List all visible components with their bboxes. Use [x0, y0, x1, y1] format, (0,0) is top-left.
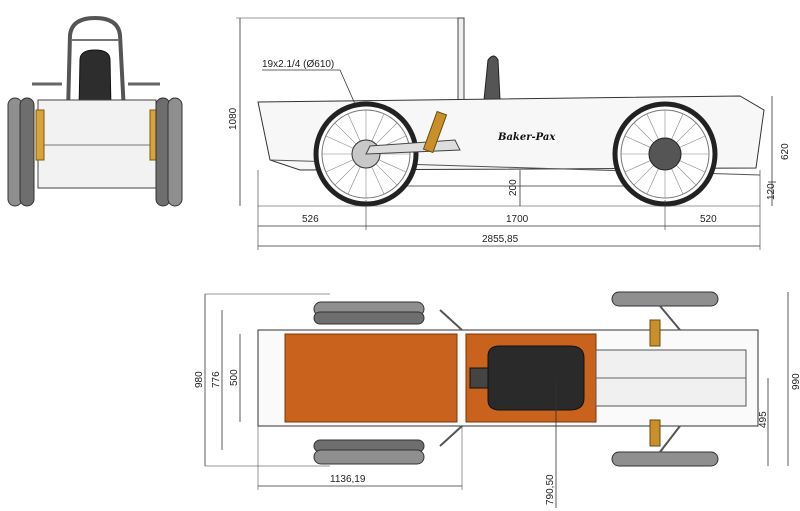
dim-body-height: 620 — [780, 143, 791, 160]
dim-rear-clearance: 120 — [766, 183, 777, 200]
front-view — [7, 15, 183, 207]
side-view-shock — [422, 110, 448, 154]
top-view-link-d — [659, 425, 681, 453]
top-view-rear-left-wheel-b — [313, 311, 425, 325]
dim-seat-offset: 790,50 — [545, 474, 556, 505]
top-view-spring-b — [649, 419, 661, 447]
dim-track-width: 776 — [211, 371, 222, 388]
cargo-floor — [284, 333, 458, 423]
top-view-seat-mount — [469, 367, 489, 389]
top-view-rear-right-wheel-b — [313, 449, 425, 465]
tire-spec-arrow — [339, 69, 356, 105]
front-view-left-spring — [35, 109, 45, 161]
top-view-link-a — [439, 309, 463, 331]
side-view: 1080 Baker-Pax — [228, 17, 791, 250]
top-view-seat — [487, 345, 585, 411]
dim-overall-width: 980 — [194, 371, 205, 388]
front-view-frame — [37, 99, 157, 189]
front-view-right-wheel-outer — [167, 97, 183, 207]
dim-cargo-length: 1136,19 — [330, 474, 366, 485]
dim-overall-height: 1080 — [228, 107, 239, 130]
top-view-front-left-wheel — [611, 291, 719, 307]
top-view-spring-a — [649, 319, 661, 347]
top-view: 980 776 500 990 — [194, 291, 800, 508]
dim-rear-track: 990 — [791, 373, 800, 390]
top-view-link-c — [659, 305, 681, 331]
dim-rear-overhang: 520 — [700, 214, 717, 225]
side-view-mast — [457, 17, 465, 105]
tire-spec-label: 19x2.1/4 (Ø610) — [262, 59, 334, 70]
top-view-front-right-wheel — [611, 451, 719, 467]
dim-cargo-width: 500 — [229, 369, 240, 386]
front-view-left-wheel-inner — [19, 97, 35, 207]
dim-ground-clearance: 200 — [508, 179, 519, 196]
dim-front-overhang: 526 — [302, 214, 319, 225]
dim-rear-half-width: 495 — [758, 411, 769, 428]
dim-wheelbase: 1700 — [506, 214, 529, 225]
side-view-front-hub — [648, 137, 682, 171]
front-view-roll-bar — [66, 15, 126, 113]
top-view-link-b — [439, 425, 463, 447]
brand-label: Baker-Pax — [497, 132, 556, 143]
dim-overall-length: 2855,85 — [482, 234, 519, 245]
side-view-seat — [483, 55, 501, 101]
